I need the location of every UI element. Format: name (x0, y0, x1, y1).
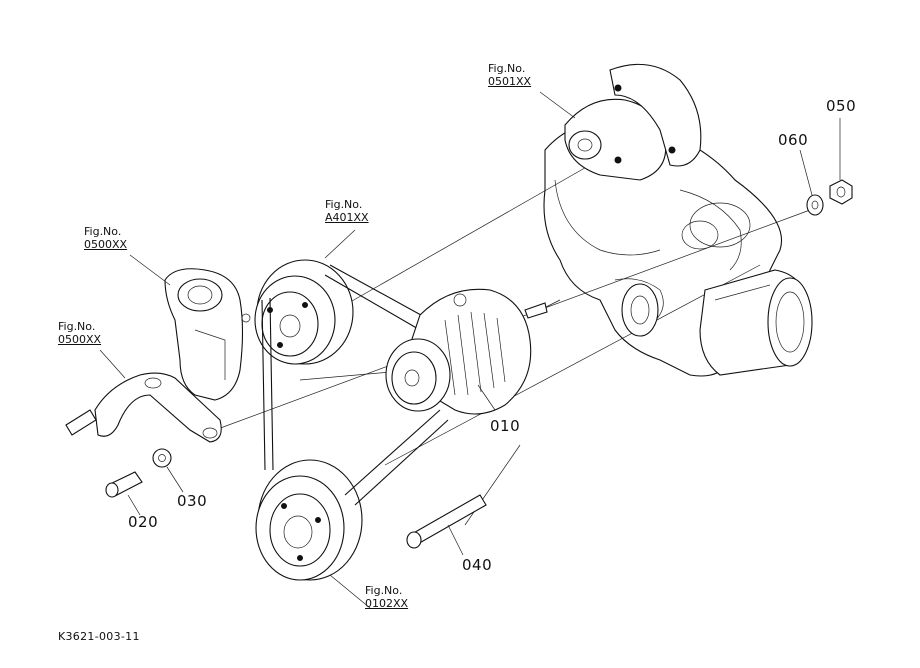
fig-ref-bracket[interactable]: Fig.No. 0500XX (58, 320, 101, 346)
bolt-040 (406, 494, 487, 549)
fig-ref-label: Fig.No. (58, 320, 96, 333)
drawing-id: K3621-003-11 (58, 630, 140, 643)
alternator (385, 288, 548, 415)
fig-ref-label: Fig.No. (365, 584, 403, 597)
part-number-060: 060 (778, 131, 809, 149)
fig-ref-id: 0501XX (488, 75, 532, 88)
part-number-030: 030 (177, 492, 208, 510)
washer-060 (806, 194, 824, 216)
fig-ref-crank-pulley[interactable]: Fig.No. 0102XX (365, 584, 408, 610)
fan-pulley (254, 259, 354, 365)
fig-ref-thermostat[interactable]: Fig.No. 0500XX (84, 225, 127, 251)
washer-030 (152, 448, 172, 468)
fig-ref-id: A401XX (325, 211, 369, 224)
alternator-bracket (65, 372, 222, 443)
water-pump (564, 63, 702, 181)
bolt-020 (105, 471, 143, 498)
fig-ref-id: 0102XX (365, 597, 409, 610)
part-number-020: 020 (128, 513, 159, 531)
fig-ref-label: Fig.No. (84, 225, 122, 238)
fig-ref-id: 0500XX (84, 238, 128, 251)
nut-050 (829, 179, 853, 205)
fig-ref-water-pump[interactable]: Fig.No. 0501XX (488, 62, 531, 88)
part-number-010: 010 (490, 417, 521, 435)
fig-ref-label: Fig.No. (325, 198, 363, 211)
leader-lines (99, 91, 841, 609)
engine-gear-case (543, 120, 813, 377)
thermostat-housing (164, 268, 251, 401)
part-number-040: 040 (462, 556, 493, 574)
fig-ref-fan-pulley[interactable]: Fig.No. A401XX (325, 198, 369, 224)
part-number-050: 050 (826, 97, 857, 115)
fig-ref-label: Fig.No. (488, 62, 526, 75)
crankshaft-pulley (255, 459, 363, 581)
v-belt (261, 264, 449, 506)
fig-ref-id: 0500XX (58, 333, 102, 346)
